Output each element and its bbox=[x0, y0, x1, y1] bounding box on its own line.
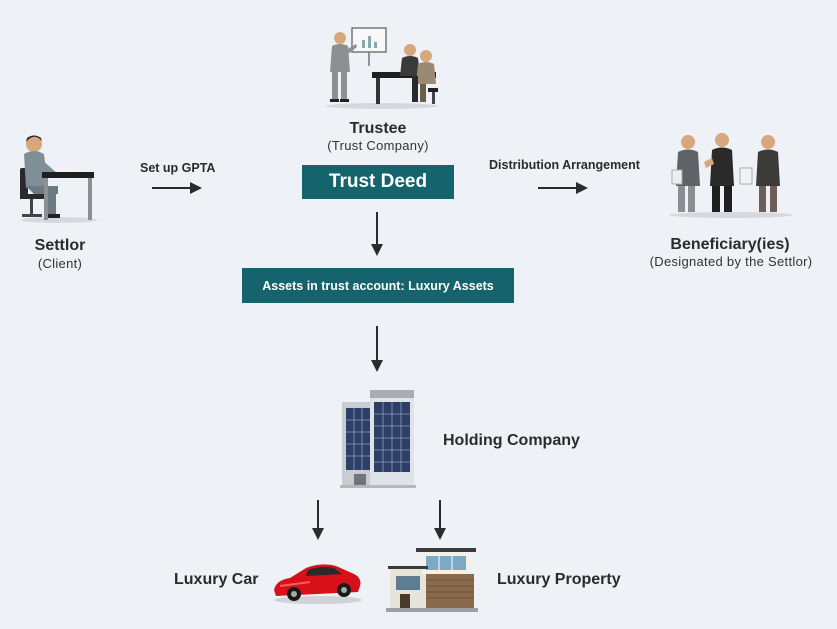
beneficiary-sub: (Designated by the Settlor) bbox=[649, 254, 813, 269]
right-arrow-icon-2 bbox=[538, 182, 588, 194]
business-people-group-icon bbox=[669, 133, 793, 218]
down-arrow-icon-2 bbox=[371, 326, 383, 372]
down-arrow-icon-4 bbox=[434, 500, 446, 540]
trustee-sub: (Trust Company) bbox=[327, 138, 429, 153]
right-arrow-icon bbox=[152, 182, 202, 194]
down-arrow-icon bbox=[371, 212, 383, 256]
holding-company-label: Holding Company bbox=[443, 432, 580, 449]
luxury-property-label: Luxury Property bbox=[497, 571, 621, 588]
luxury-car-label: Luxury Car bbox=[174, 571, 259, 588]
settlor-name: Settlor bbox=[34, 237, 86, 254]
red-sports-car-icon bbox=[274, 564, 362, 604]
person-at-desk-icon bbox=[20, 135, 97, 223]
trust-deed-box: Trust Deed bbox=[302, 165, 454, 199]
beneficiary-name: Beneficiary(ies) bbox=[670, 236, 790, 253]
modern-house-icon bbox=[386, 548, 478, 612]
left-arrow-label: Set up GPTA bbox=[140, 161, 216, 175]
down-arrow-icon-3 bbox=[312, 500, 324, 540]
business-meeting-icon bbox=[326, 27, 438, 109]
assets-box: Assets in trust account: Luxury Assets bbox=[242, 268, 514, 303]
settlor-sub: (Client) bbox=[37, 256, 83, 271]
office-building-icon bbox=[340, 390, 416, 488]
right-arrow-label: Distribution Arrangement bbox=[489, 158, 640, 172]
trustee-name: Trustee bbox=[349, 120, 407, 137]
